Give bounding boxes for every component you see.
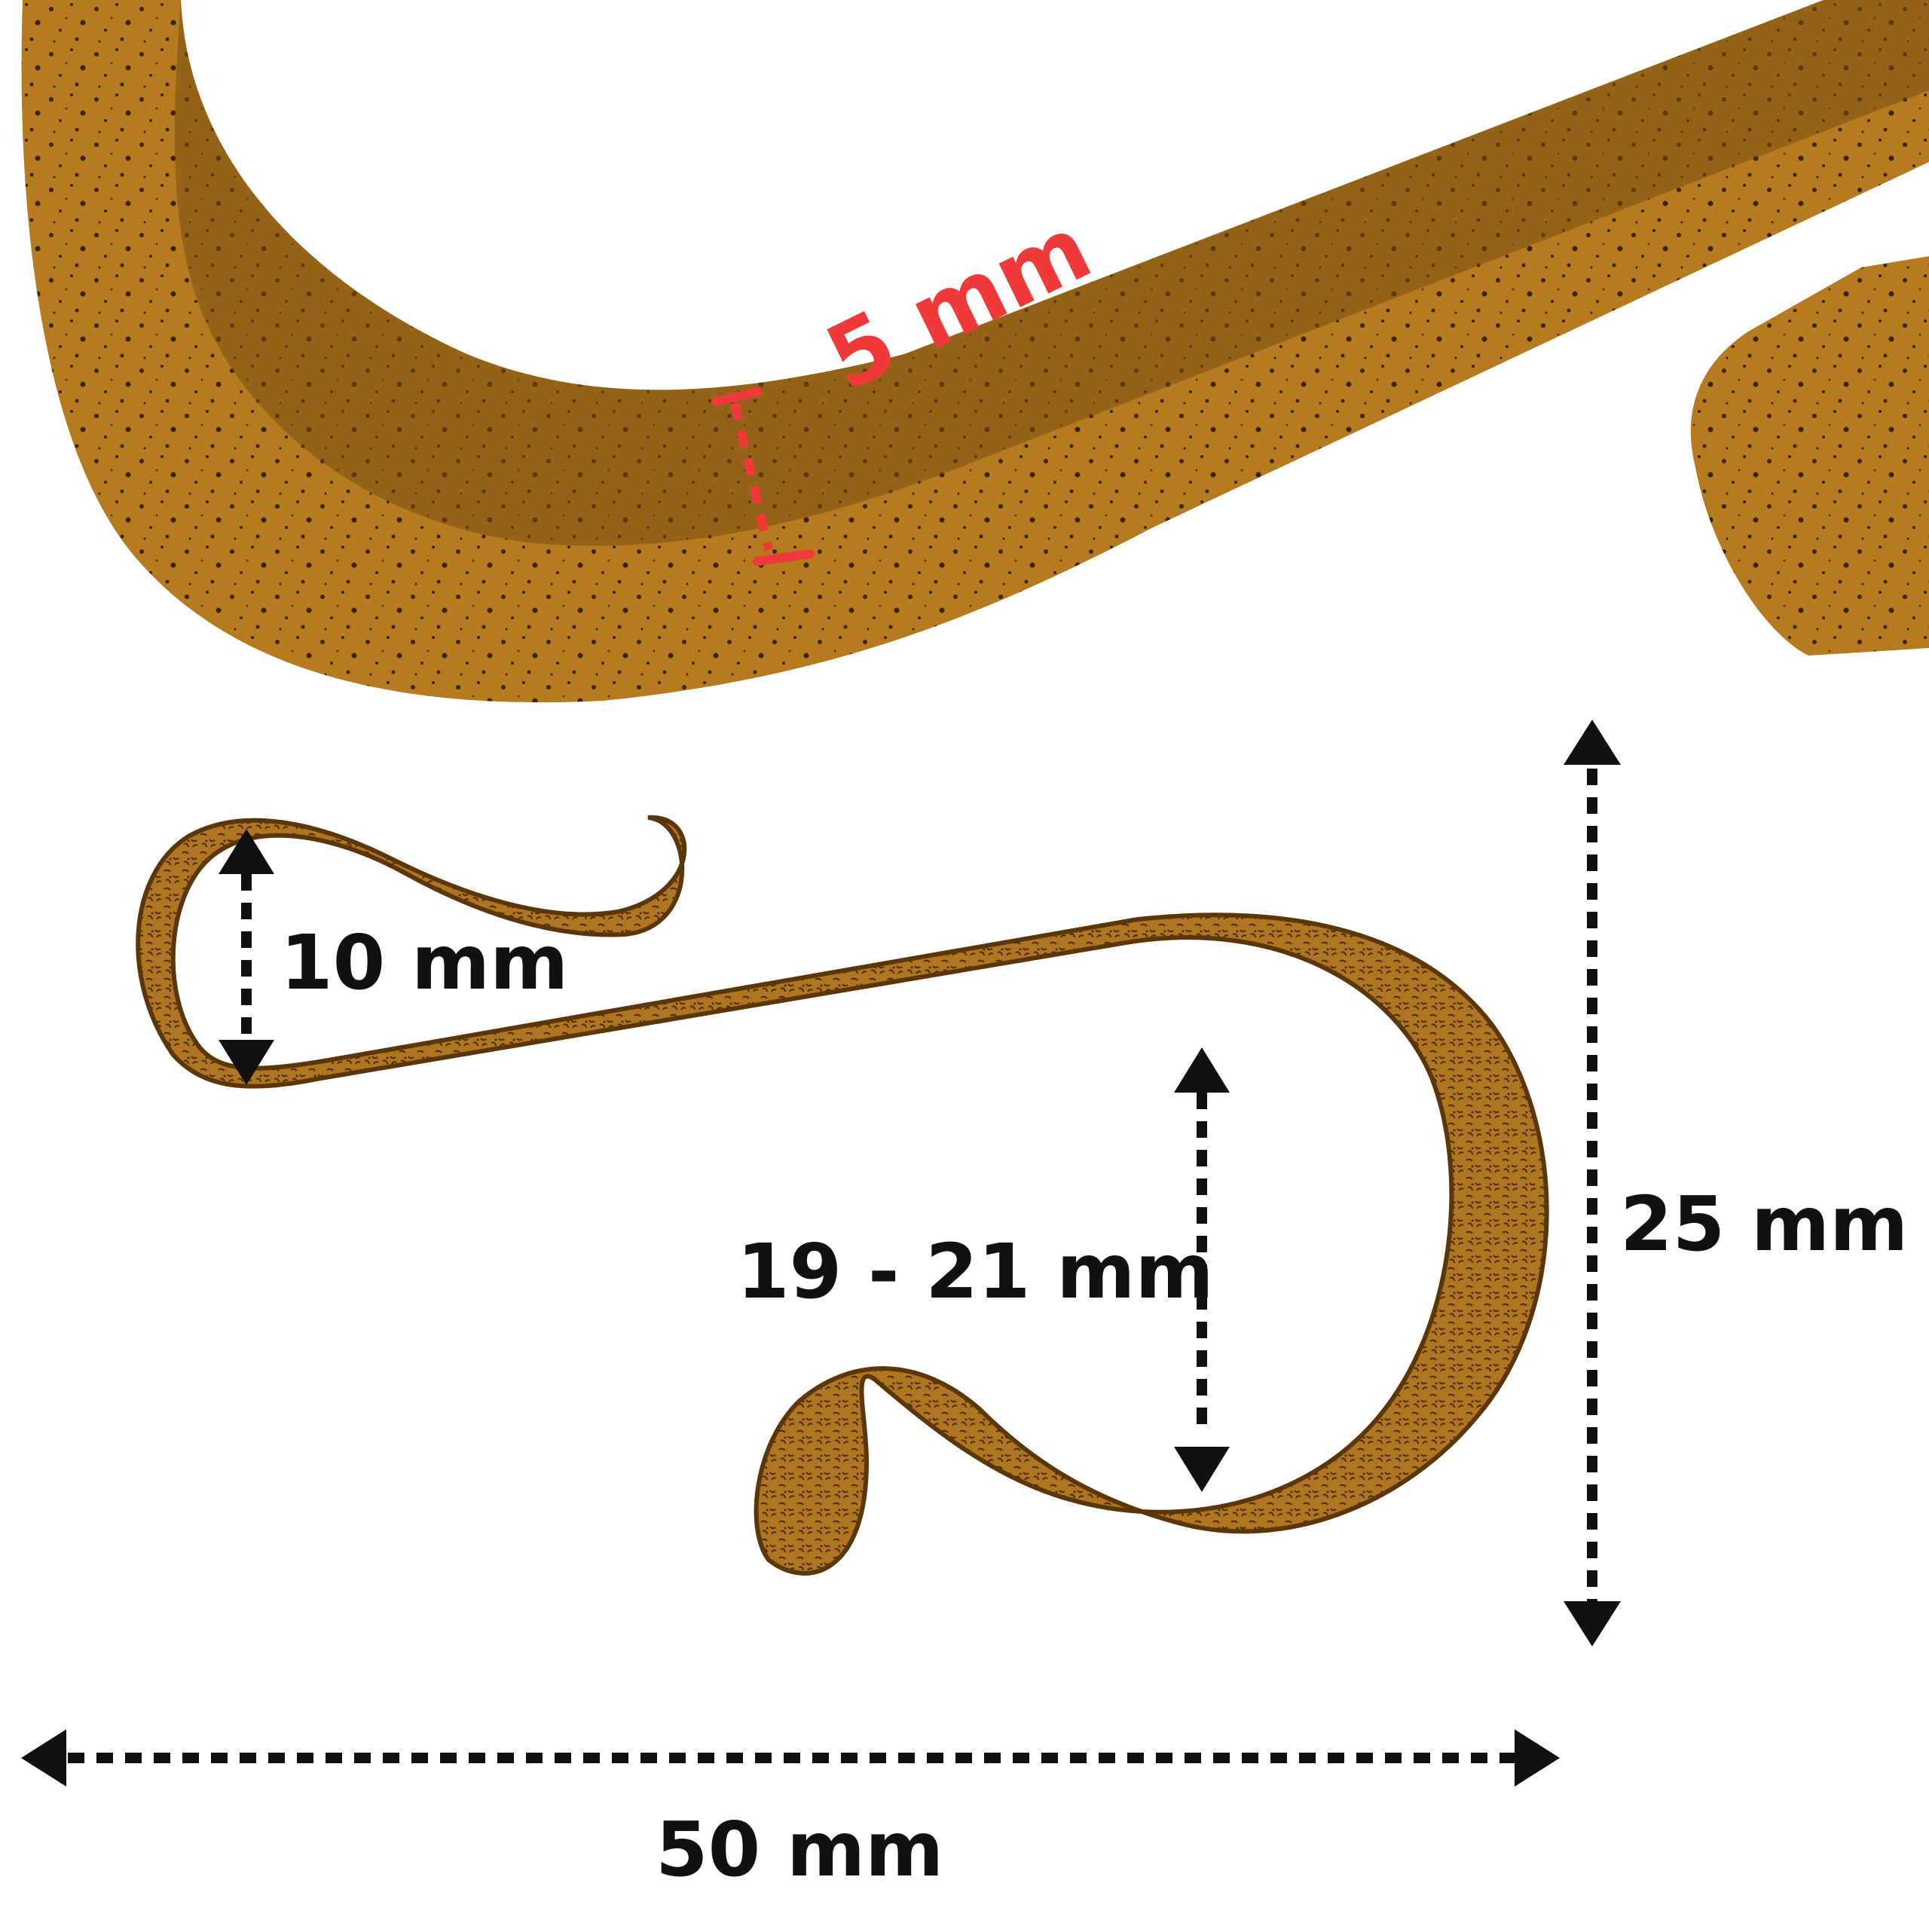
hook-closeup — [21, 0, 1929, 703]
s-hook-body — [136, 815, 1549, 1576]
width-label: 50 mm — [656, 1805, 944, 1894]
height-arrow — [1564, 720, 1621, 1646]
dimension-arrows — [21, 720, 1621, 1787]
hook-closeup-inner-groove — [174, 0, 1929, 546]
large-opening-arrow — [1174, 1047, 1230, 1492]
height-label: 25 mm — [1620, 1180, 1909, 1268]
hook-closeup-tip — [1690, 256, 1929, 656]
large-opening-label: 19 - 21 mm — [737, 1227, 1214, 1316]
width-arrow — [21, 1729, 1560, 1787]
small-opening-label: 10 mm — [280, 919, 569, 1007]
thickness-marker — [711, 387, 815, 566]
s-hook-profile — [136, 815, 1549, 1576]
small-opening-arrow — [219, 829, 274, 1085]
